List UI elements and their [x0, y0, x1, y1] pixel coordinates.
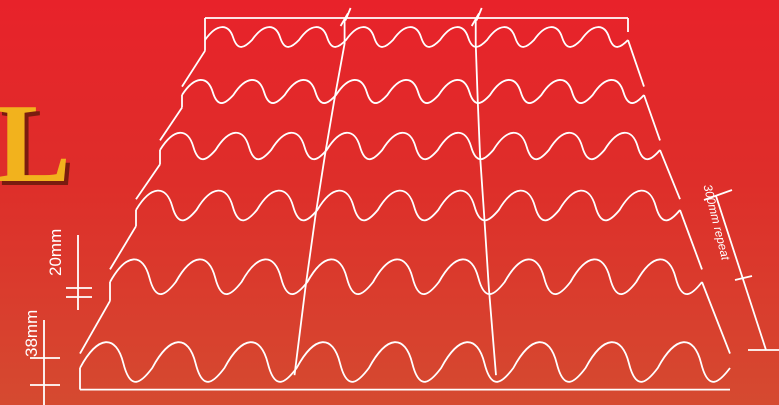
- brand-letter: L: [0, 82, 71, 206]
- left-side-edge: [109, 225, 137, 270]
- left-side-edge: [159, 107, 183, 141]
- tile-lines: [30, 7, 779, 405]
- right-side-edge: [701, 281, 731, 354]
- dim-300-tick-top: [703, 189, 733, 201]
- left-side-edge: [135, 163, 161, 200]
- sheet-divider: [293, 18, 346, 376]
- right-side-edge: [627, 39, 645, 87]
- break-symbol: [339, 7, 352, 27]
- tile-wave-row: [204, 26, 629, 48]
- tile-height-label: 20mm: [46, 228, 65, 276]
- dim-300-tick-mid: [734, 275, 753, 281]
- tile-wave-row: [109, 258, 703, 295]
- tile-wave-row: [135, 189, 681, 222]
- left-side-edge: [79, 300, 111, 355]
- break-symbol: [470, 7, 483, 27]
- sheet-divider: [474, 18, 497, 376]
- tile-wave-row: [159, 131, 661, 161]
- profile-height-label: 38mm: [22, 309, 41, 357]
- tile-wave-row: [79, 341, 731, 383]
- dim-300-line: [715, 195, 767, 351]
- tile-wave-row: [181, 79, 645, 104]
- right-side-edge: [659, 149, 681, 200]
- left-side-edge: [181, 50, 206, 88]
- right-side-edge: [643, 94, 661, 141]
- right-side-edge: [679, 209, 703, 270]
